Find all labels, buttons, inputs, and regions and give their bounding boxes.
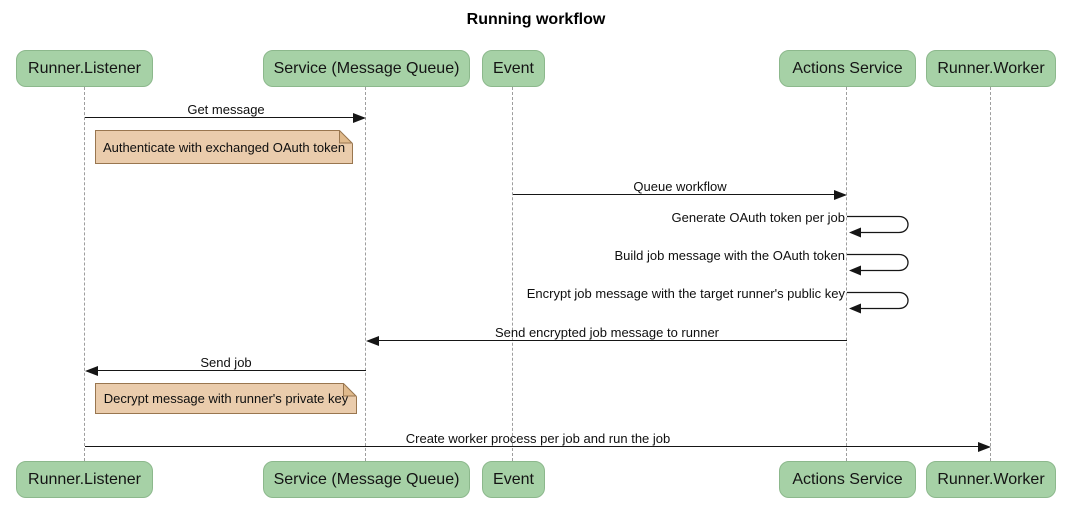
actor-bottom-service-message-queue: Service (Message Queue) xyxy=(263,461,470,498)
note: Decrypt message with runner's private ke… xyxy=(95,383,357,414)
note-fold-icon xyxy=(343,383,357,397)
message-line xyxy=(85,446,978,447)
message-label: Create worker process per job and run th… xyxy=(405,431,671,446)
note-fold-icon xyxy=(339,130,353,144)
self-message-label: Build job message with the OAuth token xyxy=(614,248,845,263)
actor-top-service-message-queue: Service (Message Queue) xyxy=(263,50,470,87)
diagram-title: Running workflow xyxy=(466,11,606,28)
actor-top-runner-listener: Runner.Listener xyxy=(16,50,153,87)
self-message-loop xyxy=(847,215,909,238)
message-label: Send encrypted job message to runner xyxy=(494,325,720,340)
actor-bottom-runner-worker: Runner.Worker xyxy=(926,461,1056,498)
lifeline-service-message-queue xyxy=(365,87,366,461)
arrowhead-left-icon xyxy=(366,336,379,346)
lifeline-event xyxy=(512,87,513,461)
arrowhead-right-icon xyxy=(834,190,847,200)
actor-bottom-actions-service: Actions Service xyxy=(779,461,916,498)
actor-top-event: Event xyxy=(482,50,545,87)
message-label: Get message xyxy=(187,102,265,117)
lifeline-runner-worker xyxy=(990,87,991,461)
self-message-label: Generate OAuth token per job xyxy=(671,210,845,225)
message-label: Send job xyxy=(200,355,252,370)
message-label: Queue workflow xyxy=(633,179,727,194)
note-text: Decrypt message with runner's private ke… xyxy=(103,391,349,406)
note: Authenticate with exchanged OAuth token xyxy=(95,130,353,164)
message-line xyxy=(98,370,366,371)
actor-bottom-event: Event xyxy=(482,461,545,498)
message-line xyxy=(85,117,353,118)
actor-top-actions-service: Actions Service xyxy=(779,50,916,87)
arrowhead-right-icon xyxy=(353,113,366,123)
arrowhead-left-icon xyxy=(85,366,98,376)
arrowhead-right-icon xyxy=(978,442,991,452)
message-line xyxy=(513,194,834,195)
actor-top-runner-worker: Runner.Worker xyxy=(926,50,1056,87)
lifeline-actions-service xyxy=(846,87,847,461)
self-message-label: Encrypt job message with the target runn… xyxy=(526,286,845,301)
lifeline-runner-listener xyxy=(84,87,85,461)
note-text: Authenticate with exchanged OAuth token xyxy=(102,139,346,155)
actor-bottom-runner-listener: Runner.Listener xyxy=(16,461,153,498)
self-message-loop xyxy=(847,291,909,314)
self-message-loop xyxy=(847,253,909,276)
message-line xyxy=(379,340,847,341)
